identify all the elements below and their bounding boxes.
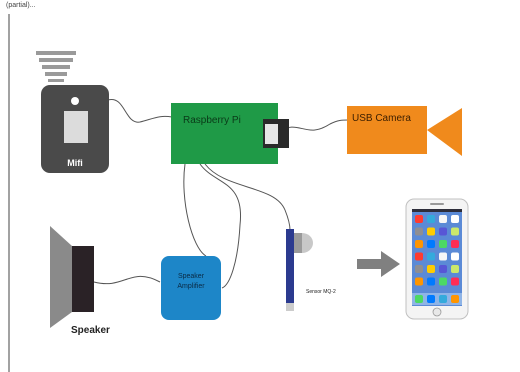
app-icon <box>415 227 423 236</box>
usb-camera: USB Camera <box>347 106 462 156</box>
camera-lens <box>427 108 462 156</box>
amplifier-label-line1: Speaker <box>178 273 205 280</box>
wire-mifi-pi <box>107 99 173 123</box>
app-icon <box>415 252 423 261</box>
app-icon <box>439 265 447 273</box>
amplifier-label-line2: Amplifier <box>177 283 205 290</box>
app-icon <box>427 227 435 236</box>
arrow-right-icon <box>357 251 400 277</box>
app-icon <box>451 277 459 286</box>
mifi-power-led <box>71 97 79 105</box>
dock-app-icon <box>427 295 435 303</box>
app-grid <box>415 215 459 286</box>
header-fragment: (partial)... <box>6 2 36 9</box>
dock-app-icon <box>439 295 447 303</box>
app-icon <box>439 215 447 223</box>
app-icon <box>451 215 459 223</box>
gas-sensor: Sensor MQ-2 <box>286 229 336 311</box>
app-icon <box>451 252 459 261</box>
raspberry-pi-board: Raspberry Pi <box>171 103 289 164</box>
wire-pi-camera <box>277 119 349 133</box>
sensor-stick <box>286 229 294 303</box>
wire-speaker-amplifier <box>93 275 161 285</box>
mifi-device: Mifi <box>41 85 109 173</box>
app-icon <box>415 215 423 223</box>
app-icon <box>427 252 435 261</box>
app-icon <box>415 240 423 248</box>
app-icon <box>439 252 447 261</box>
smartphone-icon <box>405 198 469 320</box>
speaker-label: Speaker <box>71 325 110 336</box>
app-icon <box>439 240 447 248</box>
connection-wires <box>93 99 349 289</box>
raspberry-pi-label: Raspberry Pi <box>183 115 241 126</box>
app-icon <box>427 265 435 273</box>
mifi-label: Mifi <box>67 158 83 168</box>
phone-dock <box>412 293 462 305</box>
phone-earpiece <box>430 203 444 205</box>
dock-app-icon <box>451 295 459 303</box>
sensor-label: Sensor MQ-2 <box>306 289 336 295</box>
app-icon <box>415 277 423 286</box>
mifi-screen <box>64 111 88 143</box>
speaker-magnet <box>72 246 94 312</box>
usb-camera-label: USB Camera <box>352 113 411 124</box>
phone-home-button <box>432 307 442 317</box>
speaker-amplifier: Speaker Amplifier <box>161 256 221 320</box>
usb-port-face <box>265 124 278 144</box>
app-icon <box>439 227 447 236</box>
app-icon <box>427 277 435 286</box>
app-icon <box>427 215 435 223</box>
dock-app-icon <box>415 295 423 303</box>
app-icon <box>451 240 459 248</box>
app-icon <box>427 240 435 248</box>
wire-pi-amplifier <box>183 163 207 257</box>
speaker: Speaker <box>50 226 110 336</box>
wire-pi-amp-loop <box>199 163 242 289</box>
app-icon <box>451 227 459 236</box>
speaker-cone <box>50 226 72 328</box>
app-icon <box>451 265 459 273</box>
app-icon <box>415 265 423 273</box>
wire-pi-sensor <box>204 163 291 231</box>
app-icon <box>439 277 447 286</box>
signal-bars-icon <box>36 51 76 82</box>
sensor-pins <box>286 303 294 311</box>
sensor-dome <box>302 233 313 253</box>
sensor-head <box>294 233 302 253</box>
